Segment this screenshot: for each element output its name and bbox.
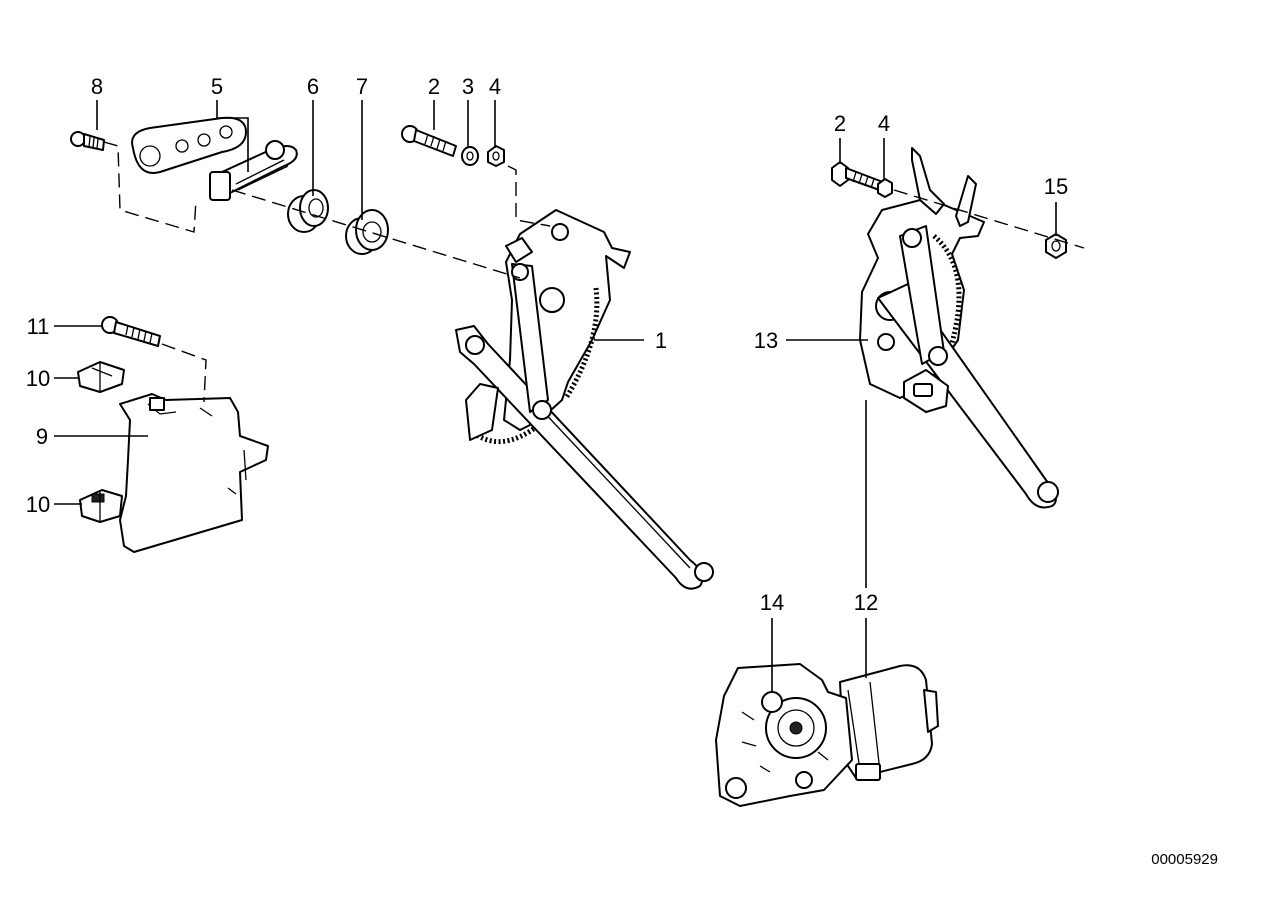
part-9-cover-plate[interactable] bbox=[119, 393, 269, 553]
callout-12: 12 bbox=[854, 590, 878, 615]
part-4-nut-right[interactable] bbox=[877, 178, 893, 198]
callout-4-right: 4 bbox=[878, 111, 890, 136]
callout-4-left: 4 bbox=[489, 74, 501, 99]
callout-6: 6 bbox=[307, 74, 319, 99]
callout-1: 1 bbox=[655, 328, 667, 353]
part-5-crank-handle[interactable] bbox=[131, 116, 298, 201]
callout-15: 15 bbox=[1044, 174, 1068, 199]
part-14-gearbox[interactable] bbox=[715, 663, 853, 807]
callout-10-lower: 10 bbox=[26, 492, 50, 517]
callout-11: 11 bbox=[27, 314, 50, 339]
document-id: 00005929 bbox=[1151, 851, 1218, 868]
callout-9: 9 bbox=[36, 424, 48, 449]
callout-2-left: 2 bbox=[428, 74, 440, 99]
part-2-bolt-left[interactable] bbox=[401, 125, 457, 157]
callout-7: 7 bbox=[356, 74, 368, 99]
part-4-nut-left[interactable] bbox=[487, 145, 505, 167]
part-1-window-regulator[interactable] bbox=[455, 209, 714, 590]
assembly-line-crank bbox=[103, 141, 197, 233]
callout-14: 14 bbox=[760, 590, 784, 615]
part-8-screw[interactable] bbox=[70, 131, 105, 151]
part-10-clip-upper[interactable] bbox=[77, 361, 125, 393]
part-10-clip-lower[interactable] bbox=[79, 489, 123, 523]
callout-10-upper: 10 bbox=[26, 366, 50, 391]
part-13-window-regulator[interactable] bbox=[859, 147, 1059, 509]
assembly-line-screw-11 bbox=[161, 343, 207, 403]
leader-5 bbox=[216, 100, 249, 172]
assembly-line-bolt-right bbox=[893, 189, 1085, 249]
callout-13: 13 bbox=[754, 328, 778, 353]
part-12-motor[interactable] bbox=[839, 664, 939, 781]
callout-8: 8 bbox=[91, 74, 103, 99]
part-7-bushing[interactable] bbox=[345, 209, 389, 255]
assembly-line-shaft bbox=[231, 189, 521, 279]
callout-5: 5 bbox=[211, 74, 223, 99]
assembly-line-bolt-left bbox=[507, 165, 551, 227]
callout-2-right: 2 bbox=[834, 111, 846, 136]
callout-3: 3 bbox=[462, 74, 474, 99]
part-15-nut[interactable] bbox=[1045, 233, 1067, 259]
part-11-screw[interactable] bbox=[101, 316, 161, 347]
part-6-bushing[interactable] bbox=[287, 189, 329, 233]
part-3-washer[interactable] bbox=[461, 146, 479, 166]
